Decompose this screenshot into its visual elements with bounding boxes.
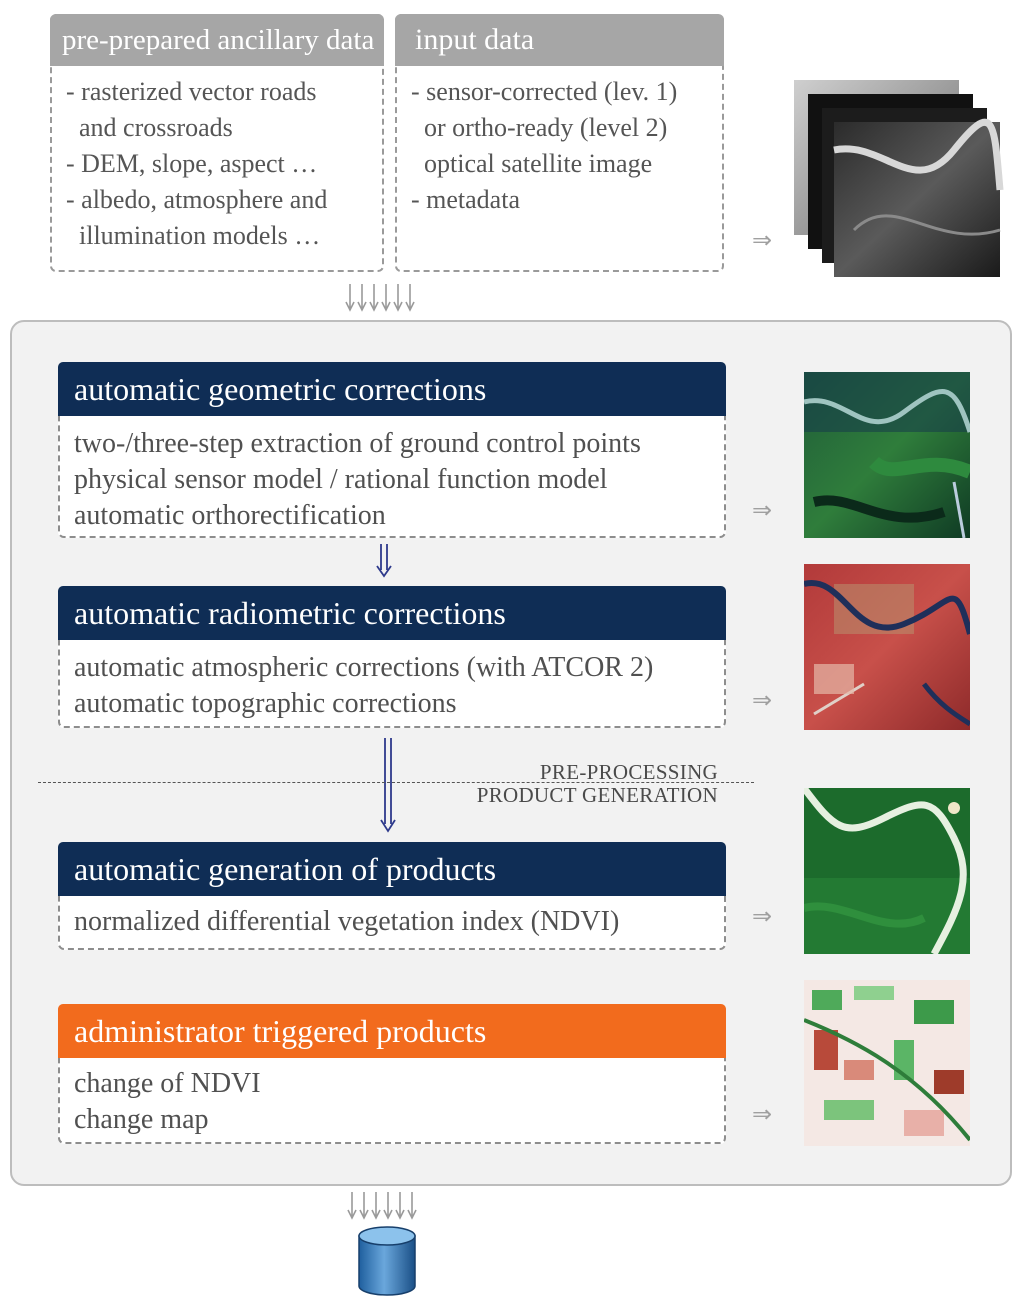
double-right-arrow-icon: ⇒ xyxy=(752,902,773,930)
product-generation-lines: normalized differential vegetation index… xyxy=(74,904,718,940)
satellite-image-stack-graphic xyxy=(794,80,1004,277)
step-line: change of NDVI xyxy=(74,1068,261,1099)
ancillary-line: - rasterized vector roads xyxy=(66,77,317,106)
geometric-corrections-lines: two-/three-step extraction of ground con… xyxy=(74,426,718,534)
radiometric-corrections-lines: automatic atmospheric corrections (with … xyxy=(74,650,718,722)
ndvi-image xyxy=(804,788,970,954)
double-right-arrow-icon: ⇒ xyxy=(752,226,773,254)
flow-down-arrow-icon xyxy=(378,738,398,834)
satellite-image-stack xyxy=(794,80,1004,280)
step-line: automatic atmospheric corrections (with … xyxy=(74,652,654,683)
double-right-arrow-icon: ⇒ xyxy=(752,1100,773,1128)
multi-down-arrow-icon xyxy=(344,282,424,316)
admin-products-box: administrator triggered products change … xyxy=(58,1004,726,1144)
ancillary-data-box: pre-prepared ancillary data - rasterized… xyxy=(50,14,384,272)
input-data-box: input data - sensor-corrected (lev. 1) o… xyxy=(395,14,724,272)
ancillary-line: - albedo, atmosphere and xyxy=(66,185,328,214)
double-right-arrow-icon: ⇒ xyxy=(752,496,773,524)
geometric-corrections-box: automatic geometric corrections two-/thr… xyxy=(58,362,726,538)
radiometric-corrections-box: automatic radiometric corrections automa… xyxy=(58,586,726,728)
step-line: change map xyxy=(74,1104,209,1135)
product-generation-title: automatic generation of products xyxy=(58,842,726,896)
input-line: - sensor-corrected (lev. 1) xyxy=(411,77,678,106)
input-data-lines: - sensor-corrected (lev. 1) or ortho-rea… xyxy=(411,74,714,218)
step-line: two-/three-step extraction of ground con… xyxy=(74,428,641,459)
step-line: normalized differential vegetation index… xyxy=(74,906,620,937)
step-line: automatic orthorectification xyxy=(74,500,386,531)
admin-products-title: administrator triggered products xyxy=(58,1004,726,1058)
step-line: automatic topographic corrections xyxy=(74,688,457,719)
radiometric-corrected-image xyxy=(804,564,970,730)
input-data-title: input data xyxy=(395,14,724,66)
product-generation-label: PRODUCT GENERATION xyxy=(476,783,718,807)
product-generation-box: automatic generation of products normali… xyxy=(58,842,726,950)
database-icon xyxy=(356,1226,418,1298)
orthorectified-image xyxy=(804,372,970,538)
geometric-corrections-title: automatic geometric corrections xyxy=(58,362,726,416)
radiometric-corrections-title: automatic radiometric corrections xyxy=(58,586,726,640)
ancillary-line: - DEM, slope, aspect … xyxy=(66,149,318,178)
input-line: or ortho-ready (level 2) xyxy=(411,113,668,142)
phase-divider-line xyxy=(38,782,754,783)
flow-down-arrow-icon xyxy=(374,544,394,578)
ancillary-line: illumination models … xyxy=(66,221,321,250)
pre-processing-label: PRE-PROCESSING xyxy=(539,760,718,784)
step-line: physical sensor model / rational functio… xyxy=(74,464,608,495)
multi-down-arrow-icon xyxy=(346,1190,426,1224)
admin-products-lines: change of NDVI change map xyxy=(74,1066,718,1138)
input-line: optical satellite image xyxy=(411,149,653,178)
ancillary-line: and crossroads xyxy=(66,113,233,142)
ancillary-data-title: pre-prepared ancillary data xyxy=(50,14,384,66)
input-line: - metadata xyxy=(411,185,520,214)
change-map-image xyxy=(804,980,970,1146)
double-right-arrow-icon: ⇒ xyxy=(752,686,773,714)
ancillary-data-lines: - rasterized vector roads and crossroads… xyxy=(66,74,374,254)
